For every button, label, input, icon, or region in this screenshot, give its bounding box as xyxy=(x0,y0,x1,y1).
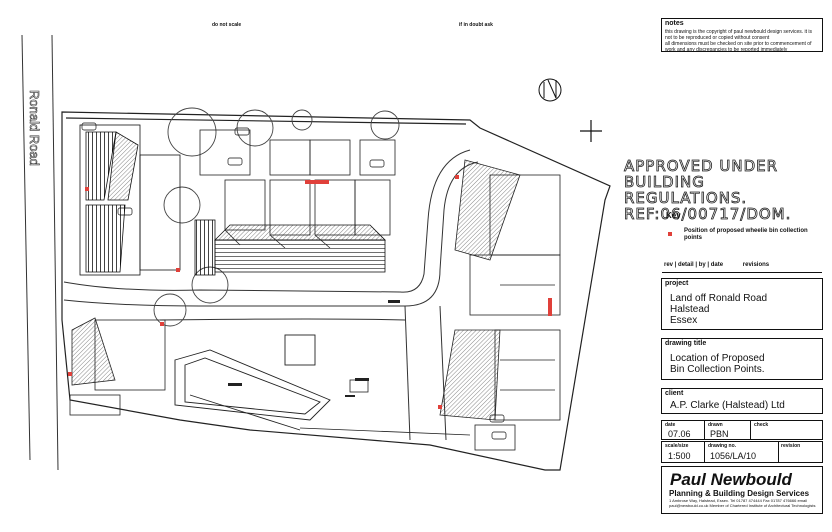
detail-col: detail xyxy=(678,262,694,268)
houses-north xyxy=(199,129,396,249)
company-box xyxy=(661,466,823,514)
road-name-label: Ronald Road xyxy=(27,90,43,166)
drawing-title-box: drawing title Location of Proposed Bin C… xyxy=(661,338,823,380)
date-value: 07.06 xyxy=(668,429,691,439)
revision-label: revision xyxy=(781,443,801,449)
scale-label: scale/size xyxy=(665,443,689,449)
approval-stamp: APPROVED UNDER BUILDING REGULATIONS. REF… xyxy=(624,157,832,223)
company-details: 1 Ambrose Way, Halstead, Essex. Tel 0178… xyxy=(669,498,816,508)
bin-collection-points xyxy=(68,175,552,409)
houses-south-west xyxy=(69,317,166,416)
client-box: client A.P. Clarke (Halstead) Ltd xyxy=(661,388,823,414)
drawing-no-label: drawing no. xyxy=(708,443,737,449)
key-item: Position of proposed wheelie bin collect… xyxy=(684,228,808,241)
scale-value: 1:500 xyxy=(668,451,691,461)
project-line-2: Halstead xyxy=(670,304,710,315)
key-label: Key xyxy=(666,211,681,220)
client-label: client xyxy=(665,390,684,397)
houses-east xyxy=(439,159,561,421)
note-if-in-doubt: if in doubt ask xyxy=(459,22,493,28)
project-box: project Land off Ronald Road Halstead Es… xyxy=(661,278,823,330)
date-row: date 07.06 drawn PBN check xyxy=(661,420,823,440)
stamp-line-1: APPROVED UNDER xyxy=(624,157,779,175)
stamp-line-3: REF:06/00717/DOM. xyxy=(624,205,792,223)
notes-text-1: this drawing is the copyright of paul ne… xyxy=(665,29,813,41)
drawing-no-value: 1056/LA/10 xyxy=(710,451,757,461)
drawing-title-label: drawing title xyxy=(665,340,707,347)
drawn-value: PBN xyxy=(710,429,729,439)
company-subtitle: Planning & Building Design Services xyxy=(669,489,810,498)
date-col: date xyxy=(710,262,724,268)
notes-text-2: all dimensions must be checked on site p… xyxy=(665,41,812,53)
project-label: project xyxy=(665,280,689,287)
revisions-col: revisions xyxy=(742,262,770,268)
bottom-access xyxy=(299,379,516,451)
client-name: A.P. Clarke (Halstead) Ltd xyxy=(670,400,785,411)
houses-north-west xyxy=(79,124,386,276)
notes-label: notes xyxy=(665,20,684,27)
key-swatch xyxy=(668,232,672,236)
drawing-title-line-1: Location of Proposed xyxy=(670,353,765,364)
date-label: date xyxy=(665,422,676,428)
ronald-road xyxy=(21,34,59,471)
notes-box: notes this drawing is the copyright of p… xyxy=(661,18,823,53)
stamp-line-2: BUILDING REGULATIONS. xyxy=(624,173,748,207)
check-label: check xyxy=(754,422,769,428)
revision-rule xyxy=(662,272,822,273)
trees xyxy=(153,107,400,327)
crosshair xyxy=(580,120,602,142)
estate-road xyxy=(63,149,479,441)
company-name: Paul Newbould xyxy=(670,470,792,489)
drawing-title-line-2: Bin Collection Points. xyxy=(670,364,765,375)
scale-row: scale/size 1:500 drawing no. 1056/LA/10 … xyxy=(661,441,823,463)
project-line-3: Essex xyxy=(670,315,698,326)
rev-col: rev xyxy=(664,262,674,268)
central-building xyxy=(174,334,331,431)
by-col: by xyxy=(698,262,706,268)
revision-row: rev | detail | by | date revisions xyxy=(664,262,770,268)
north-arrow xyxy=(538,78,562,102)
cars xyxy=(81,122,507,440)
drawn-label: drawn xyxy=(708,422,723,428)
note-do-not-scale: do not scale xyxy=(212,22,242,28)
plan-annotations xyxy=(228,300,400,397)
project-line-1: Land off Ronald Road xyxy=(670,293,768,304)
